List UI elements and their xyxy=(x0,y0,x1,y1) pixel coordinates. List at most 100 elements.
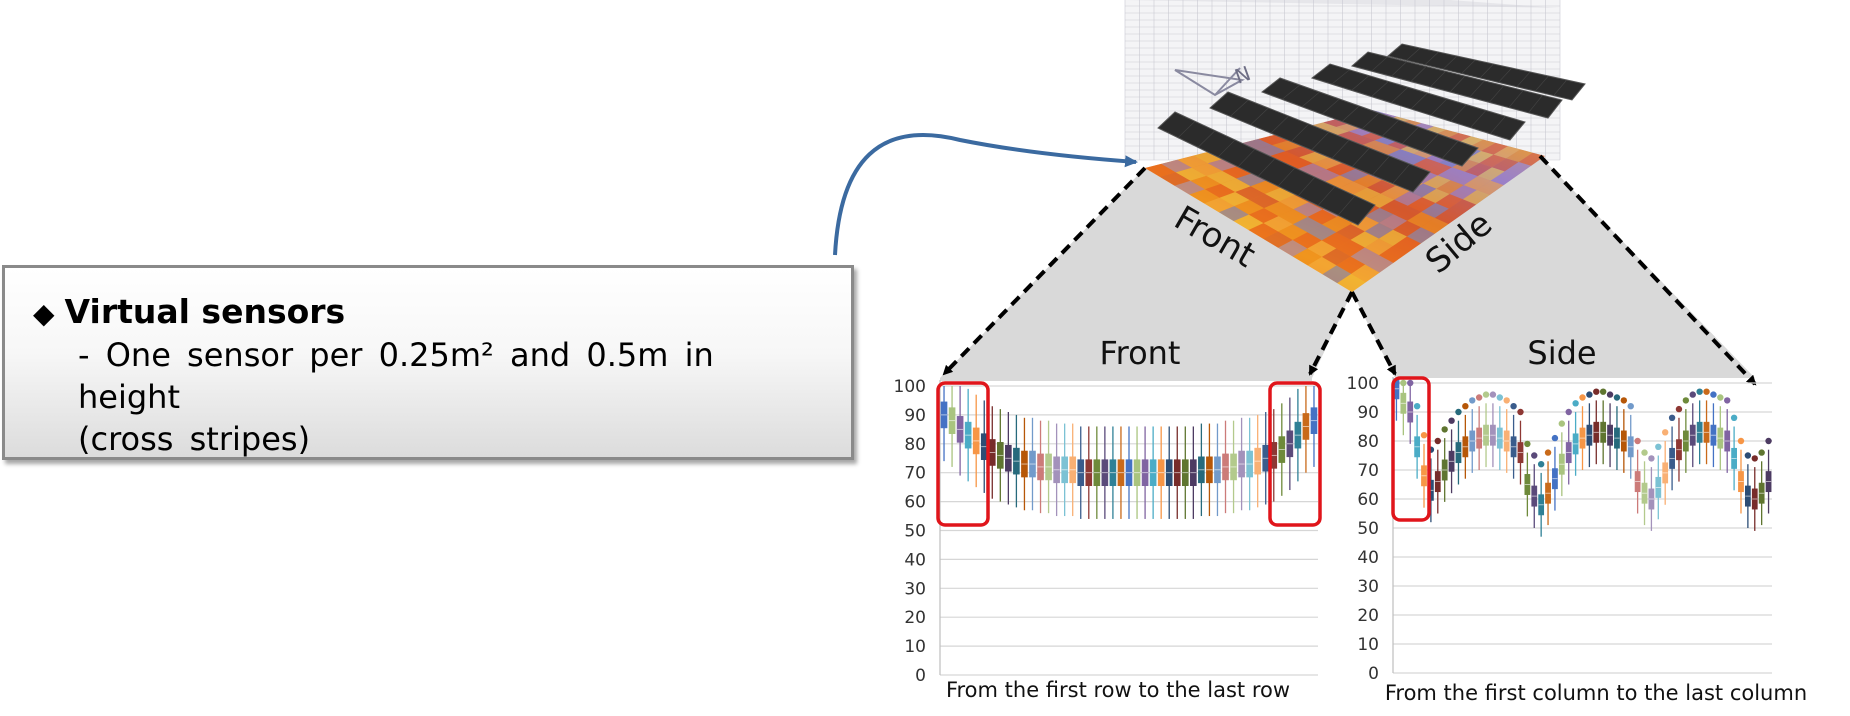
heatmap-cell xyxy=(1292,232,1322,249)
panel-cell-line xyxy=(1450,104,1467,122)
heatmap-cell xyxy=(1449,185,1477,200)
heatmap-cell xyxy=(1434,208,1463,224)
box-outlier xyxy=(1675,405,1683,413)
note-line-1: - One sensor per 0.25m² and 0.5m in heig… xyxy=(78,336,714,416)
box-outlier xyxy=(1462,403,1469,410)
panel-cell-line xyxy=(1371,81,1389,97)
heatmap-cell xyxy=(1191,163,1223,176)
solar-panel-rows xyxy=(1157,43,1586,226)
heatmap-cell xyxy=(1249,193,1280,209)
solar-panel-row xyxy=(1350,51,1563,119)
box-outlier xyxy=(1579,394,1586,401)
heatmap-cell xyxy=(1190,175,1221,190)
heatmap-cell xyxy=(1448,199,1477,215)
box-outlier xyxy=(1524,440,1531,448)
projection-arrows xyxy=(942,154,1757,386)
diamond-bullet-icon: ◆ xyxy=(33,297,55,330)
panel-cell-line xyxy=(1401,126,1419,145)
box-outlier xyxy=(1724,397,1731,404)
panel-cell-line xyxy=(1498,67,1513,83)
y-tick-label: 40 xyxy=(1357,548,1379,568)
heatmap-cell xyxy=(1365,207,1394,223)
y-tick-label: 40 xyxy=(904,550,926,570)
heatmap-cell xyxy=(1218,206,1249,222)
solar-panel-row xyxy=(1260,77,1479,167)
box-outlier xyxy=(1599,388,1607,395)
heatmap-cell xyxy=(1312,157,1342,170)
panel-cell-line xyxy=(1390,86,1409,104)
heatmap-cell xyxy=(1242,139,1273,150)
heatmap-cell xyxy=(1174,180,1206,195)
heatmap-cell xyxy=(1378,229,1408,246)
panel-cell-line xyxy=(1470,110,1487,128)
panel-cell-line xyxy=(1230,99,1249,117)
panel-cell-line xyxy=(1290,123,1310,142)
panel-cell-line xyxy=(1237,148,1256,168)
panel-cell-line xyxy=(1410,92,1428,110)
y-tick-label: 60 xyxy=(1357,490,1379,510)
front-first-rows-highlight xyxy=(936,381,990,527)
heatmap-cell xyxy=(1393,205,1422,221)
panel-cell-line xyxy=(1534,75,1549,92)
front-funnel xyxy=(940,168,1352,378)
box-outlier xyxy=(1400,379,1407,387)
y-tick-label: 90 xyxy=(1357,403,1379,423)
heatmap-cell xyxy=(1407,211,1435,228)
box-outlier xyxy=(1544,449,1552,456)
panel-cell-line xyxy=(1311,131,1330,151)
heatmap-cell xyxy=(1379,214,1408,230)
box-outlier xyxy=(1593,388,1600,395)
panel-cell-line xyxy=(1197,130,1216,148)
heatmap-cell xyxy=(1350,215,1380,232)
heatmap-cell xyxy=(1278,239,1308,257)
heatmap-cell xyxy=(1436,180,1464,195)
box-outlier xyxy=(1613,394,1621,401)
heatmap-cell xyxy=(1336,224,1365,240)
panel-cell-line xyxy=(1528,95,1543,113)
box-outlier xyxy=(1537,461,1545,468)
heatmap-cell xyxy=(1350,247,1380,265)
y-tick-label: 20 xyxy=(904,608,926,628)
panel-cell-line xyxy=(1406,47,1421,61)
panel-cell-line xyxy=(1177,121,1196,138)
y-tick-label: 70 xyxy=(1357,461,1379,481)
heatmap-cell xyxy=(1307,224,1337,241)
solar-panel-row xyxy=(1386,43,1586,101)
heatmap-cell xyxy=(1177,155,1208,168)
heatmap-cell xyxy=(1204,197,1235,213)
panel-cell-line xyxy=(1270,115,1289,134)
box-outlier xyxy=(1455,408,1462,416)
y-tick-label: 50 xyxy=(904,522,926,542)
panel-cell-line xyxy=(1321,98,1340,115)
heatmap-cell xyxy=(1367,180,1396,194)
heatmap-cell xyxy=(1207,158,1239,171)
heatmap-cell xyxy=(1264,201,1294,217)
box-outlier xyxy=(1517,408,1524,416)
solar-panel-row xyxy=(1209,91,1431,193)
panel-cell-line xyxy=(1430,70,1446,88)
heatmap-cell xyxy=(1193,151,1224,164)
heatmap-cell xyxy=(1236,173,1267,187)
panel-cell-line xyxy=(1371,56,1388,72)
box-outlier xyxy=(1696,388,1703,395)
heatmap-cell xyxy=(1222,165,1253,179)
heatmap-cell xyxy=(1336,256,1366,274)
heatmap-cell xyxy=(1336,239,1365,257)
heatmap-cell xyxy=(1321,248,1351,266)
panel-cell-line xyxy=(1217,139,1236,158)
heatmap-cell xyxy=(1408,183,1437,198)
panel-cell-line xyxy=(1341,105,1360,122)
box-outlier xyxy=(1717,394,1724,401)
box-outlier xyxy=(1420,432,1428,439)
heatmap-cell xyxy=(1175,167,1207,181)
panel-cell-line xyxy=(1488,85,1505,103)
pointer-arrow xyxy=(833,133,1138,256)
heatmap-cell xyxy=(1492,158,1519,172)
panel-cell-line xyxy=(1372,155,1390,176)
heatmap-cell xyxy=(1407,227,1435,244)
box-outlier xyxy=(1469,397,1476,404)
panel-cell-line xyxy=(1479,63,1494,79)
